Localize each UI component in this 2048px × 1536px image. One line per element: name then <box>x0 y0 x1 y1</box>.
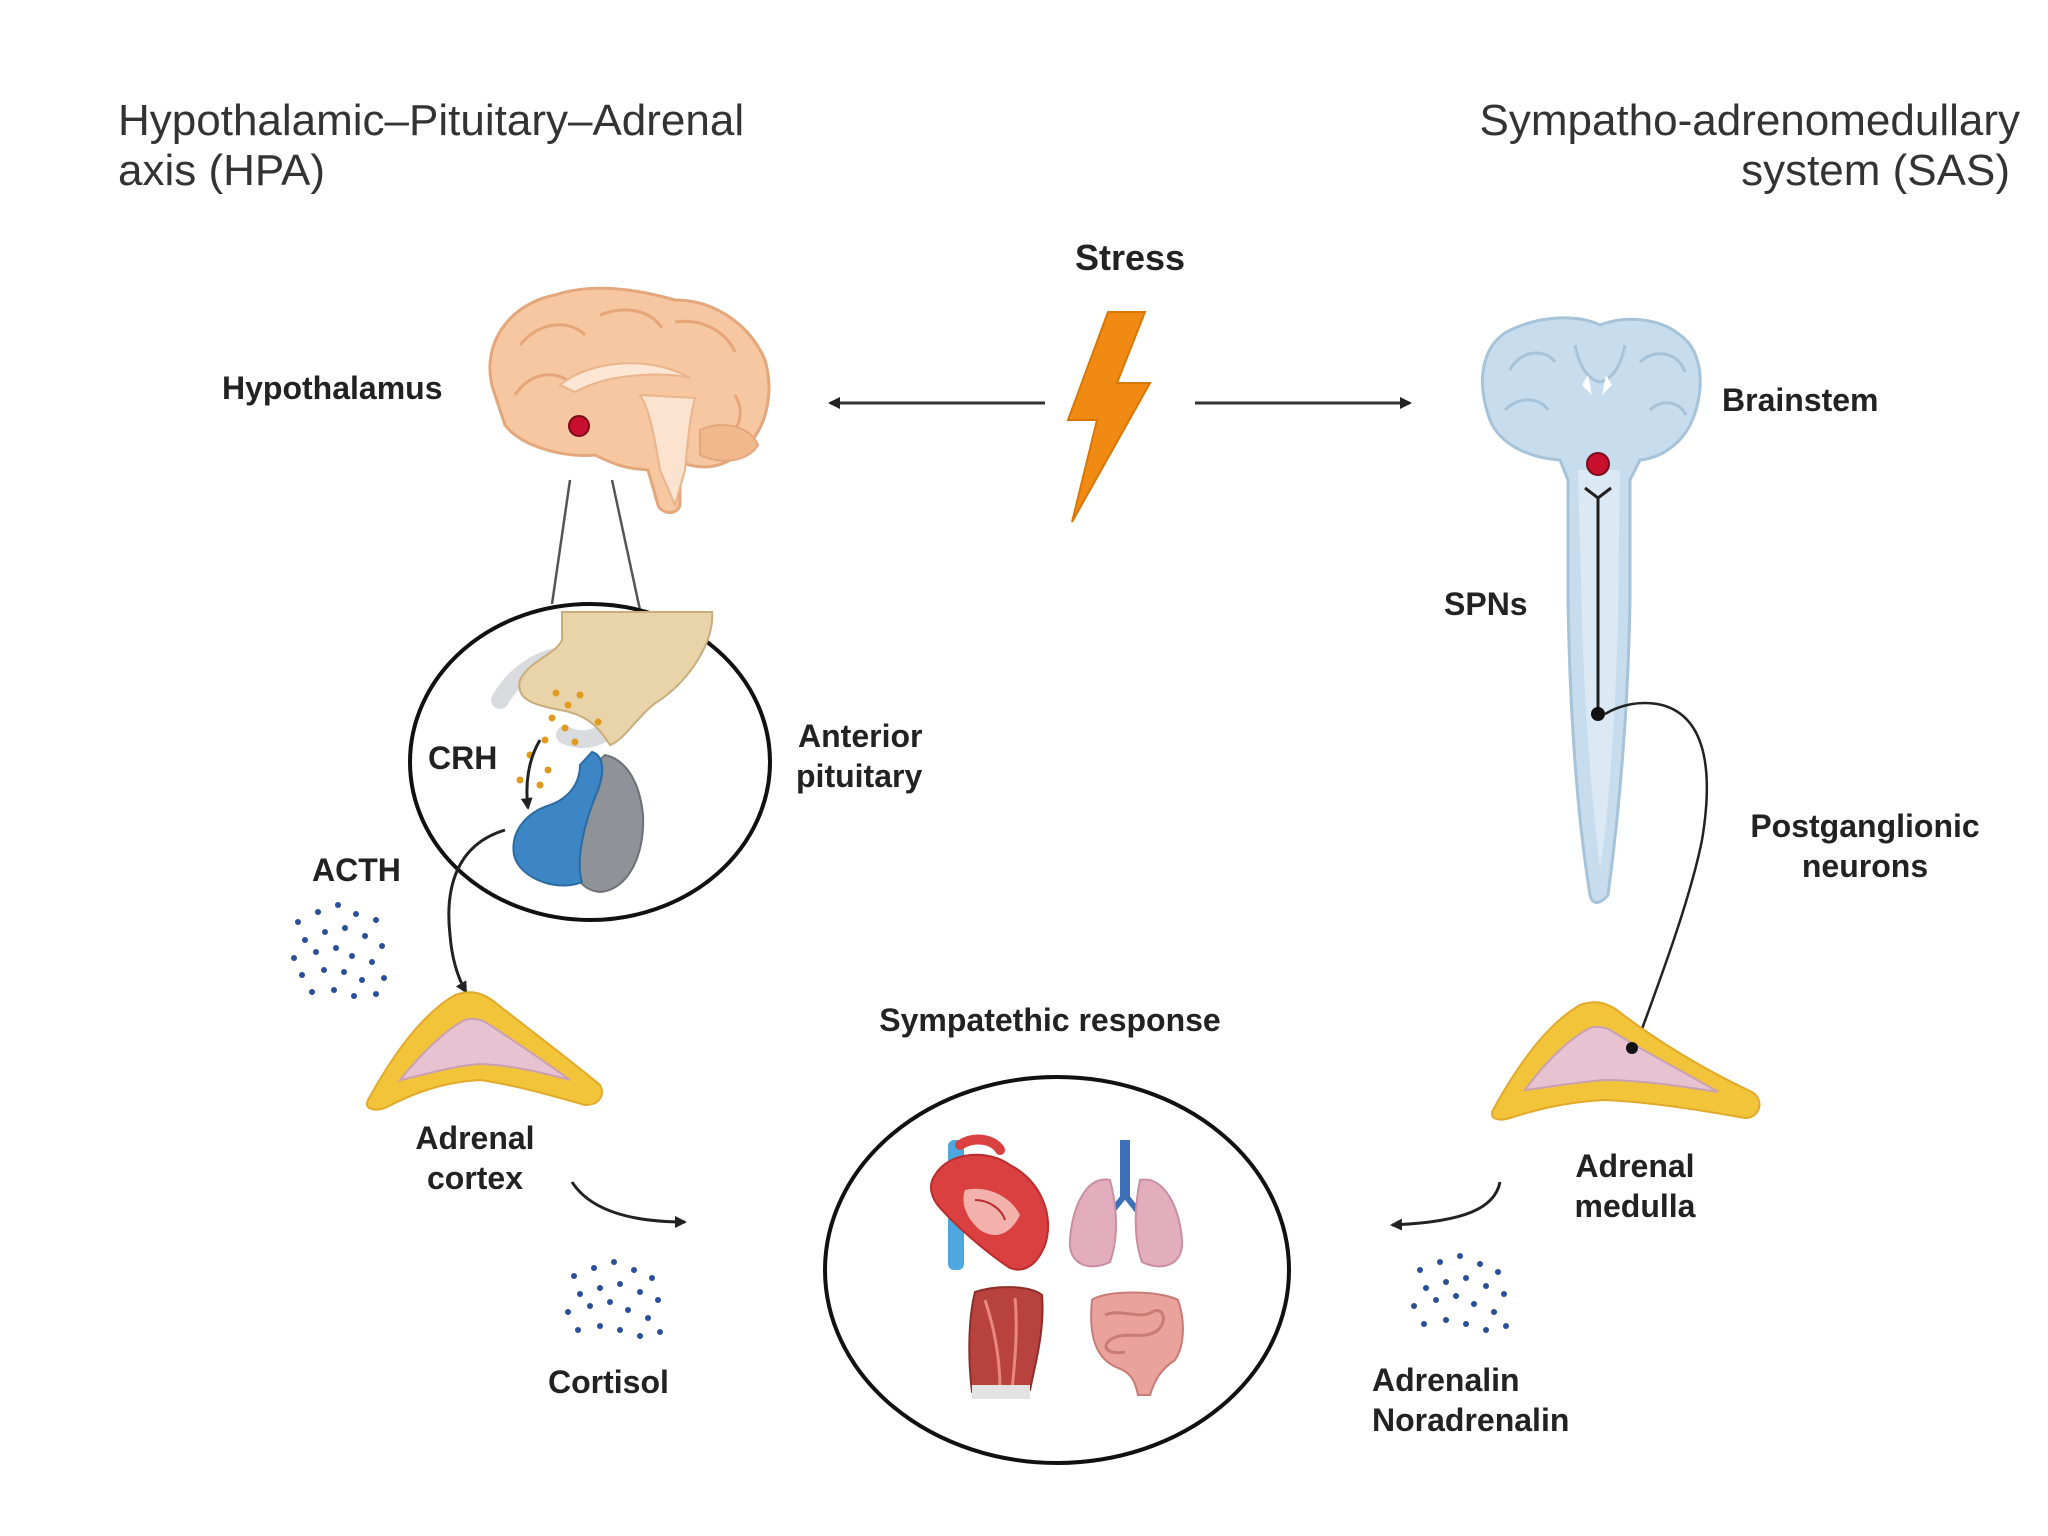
crh-label: CRH <box>428 740 498 776</box>
hypothalamus-label: Hypothalamus <box>222 370 443 406</box>
stress-label: Stress <box>1074 237 1186 278</box>
brain-hpa-icon <box>488 286 771 514</box>
anterior-pituitary-label-line1: Anterior <box>798 718 923 754</box>
adrenal-medulla-label-line2: medulla <box>1574 1188 1696 1224</box>
pituitary-zoom <box>408 602 772 922</box>
brainstem-label: Brainstem <box>1722 382 1879 418</box>
adrenal-cortex-icon <box>366 991 603 1111</box>
arrow-acth-to-adrenal-cortex <box>447 828 506 994</box>
arrow-medulla-to-response <box>1390 1181 1502 1231</box>
adrenalin-label: Adrenalin <box>1372 1362 1520 1398</box>
anterior-pituitary-label-line2: pituitary <box>796 758 923 794</box>
postganglionic-label-line2: neurons <box>1801 848 1929 884</box>
spns-label: SPNs <box>1444 586 1528 622</box>
adrenal-medulla-label-line1: Adrenal <box>1575 1148 1695 1184</box>
response-circle <box>823 1075 1291 1465</box>
lightning-bolt-icon <box>1066 311 1152 523</box>
acth-dots <box>291 902 387 999</box>
zoom-line-right <box>610 479 642 611</box>
sas-title-line2: system (SAS) <box>1741 146 2010 195</box>
adrenal-cortex-label-line2: cortex <box>426 1160 524 1196</box>
hpa-title-line1: Hypothalamic–Pituitary–Adrenal <box>118 96 745 145</box>
adrenal-cortex-label-line1: Adrenal <box>415 1120 535 1156</box>
postganglionic-neuron-line <box>1604 701 1709 1049</box>
muscle-icon <box>968 1286 1044 1399</box>
intestine-icon <box>1090 1291 1184 1396</box>
heart-icon <box>929 1134 1050 1271</box>
adrenal-medulla-icon <box>1491 1001 1761 1121</box>
sas-title-line1: Sympatho-adrenomedullary <box>1479 96 2020 145</box>
hpa-title-line2: axis (HPA) <box>118 146 325 195</box>
acth-label: ACTH <box>312 852 401 888</box>
lungs-icon <box>1068 1140 1184 1268</box>
sympathetic-response-label: Sympatethic response <box>879 1002 1221 1038</box>
noradrenalin-label: Noradrenalin <box>1372 1402 1570 1438</box>
cortisol-dots <box>565 1259 663 1339</box>
crh-dots <box>516 689 602 789</box>
postganglionic-label-line1: Postganglionic <box>1750 808 1980 844</box>
cortisol-label: Cortisol <box>548 1364 669 1400</box>
adrenalin-dots <box>1411 1253 1509 1333</box>
brain-sas-icon <box>1481 316 1702 904</box>
zoom-line-left <box>550 479 572 605</box>
arrow-cortex-to-response <box>570 1181 687 1228</box>
